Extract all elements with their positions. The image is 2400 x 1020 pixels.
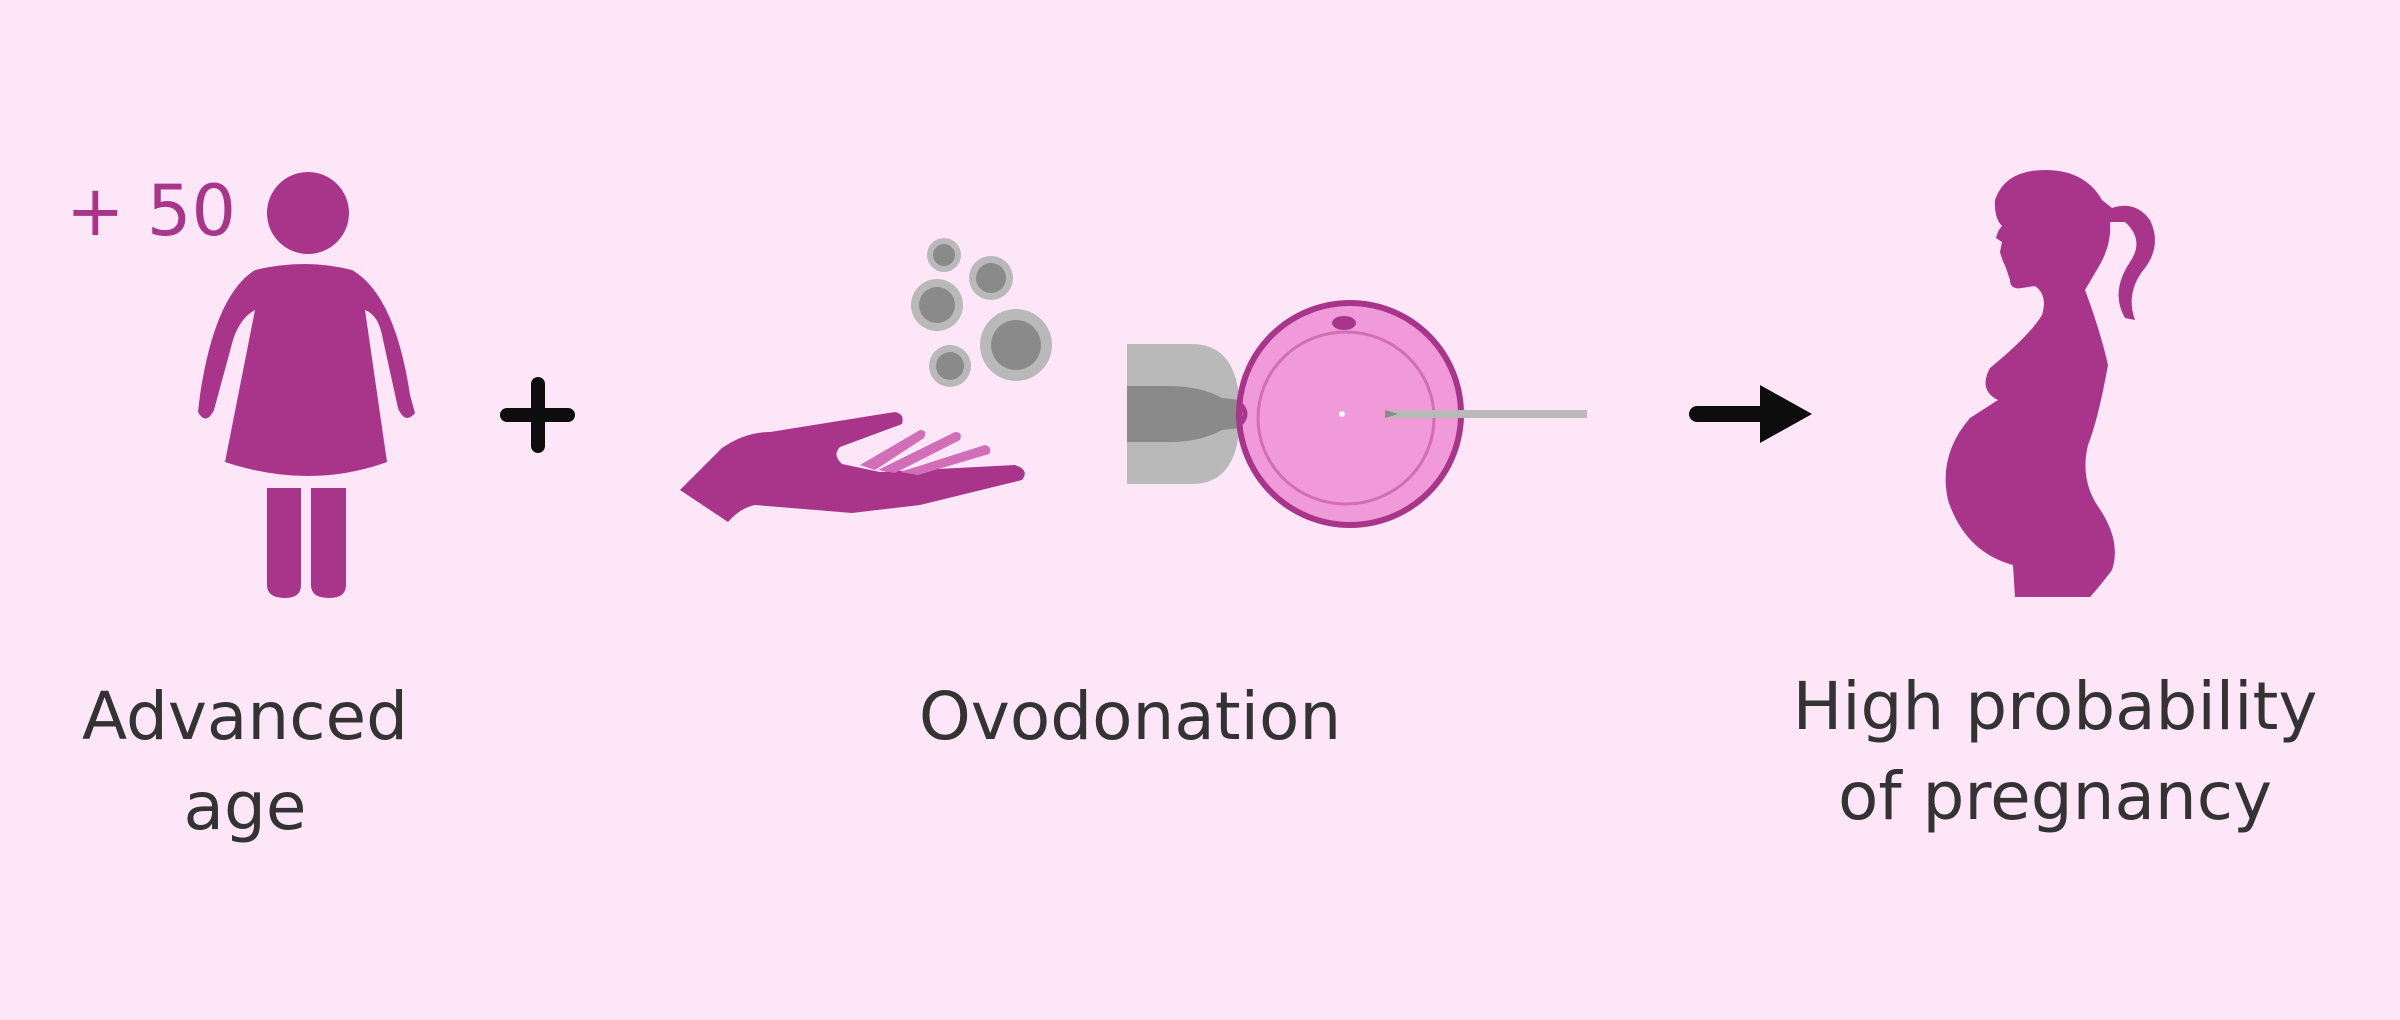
age-badge: + 50 [66, 170, 236, 252]
label-ovodonation-text: Ovodonation [918, 678, 1342, 755]
arrow-right-icon [1689, 385, 1812, 443]
label-pregnancy: High probability of pregnancy [1740, 662, 2370, 842]
label-advanced-age: Advanced age [40, 672, 450, 852]
hand-icon [680, 412, 1025, 522]
label-advanced-age-line-2: age [183, 768, 307, 845]
plus-icon [500, 377, 575, 453]
label-pregnancy-line-1: High probability [1792, 668, 2318, 745]
icsi-injection-icon [1127, 300, 1587, 528]
label-advanced-age-line-1: Advanced [81, 678, 408, 755]
label-ovodonation: Ovodonation [880, 672, 1380, 762]
label-pregnancy-line-2: of pregnancy [1837, 758, 2273, 835]
pregnant-woman-icon [1945, 170, 2155, 597]
oocytes-icon [911, 238, 1052, 387]
woman-icon [198, 172, 415, 598]
